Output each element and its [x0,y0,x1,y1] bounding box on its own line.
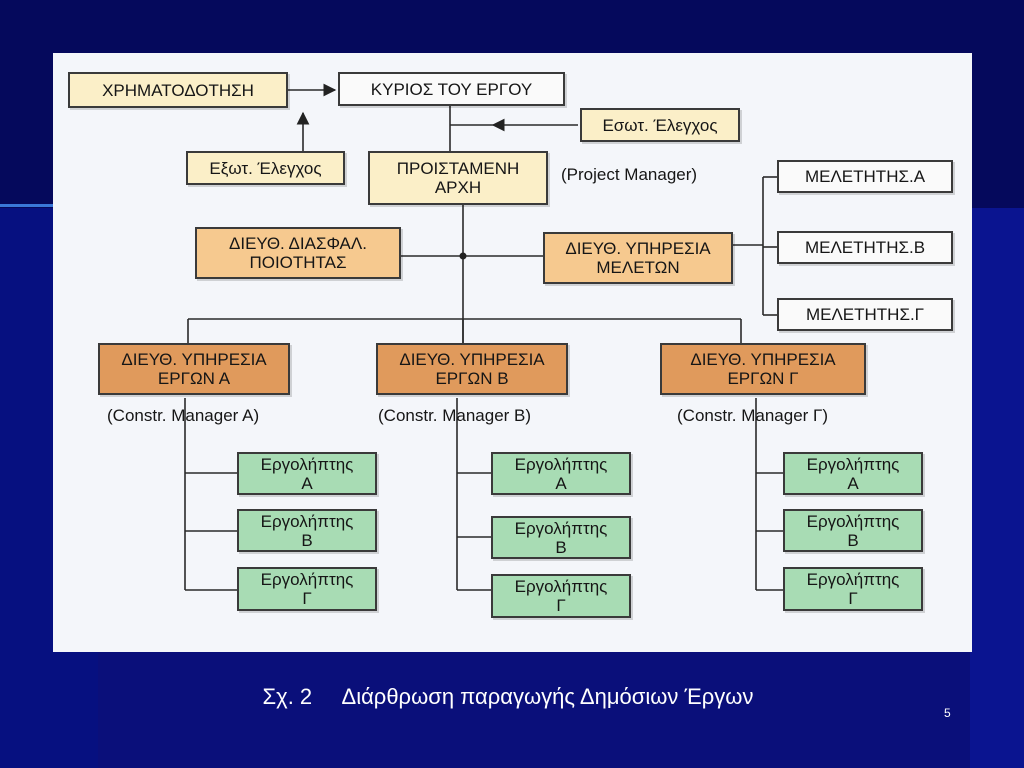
construction-manager-a-label: (Constr. Manager A) [107,406,260,425]
internal-audit-box: Εσωτ. Έλεγχος [580,108,740,142]
designer-b-box: ΜΕΛΕΤΗΤΗΣ.Β [777,231,953,264]
figure-caption: Σχ. 2 Διάρθρωση παραγωγής Δημόσιων Έργων [262,684,754,709]
construction-manager-b-label: (Constr. Manager B) [378,406,532,425]
financing-box: ΧΡΗΜΑΤΟΔΟΤΗΣΗ [68,72,288,108]
works-department-a-box: ΔΙΕΥΘ. ΥΠΗΡΕΣΙΑ ΕΡΓΩΝ Α [98,343,290,395]
external-audit-box: Εξωτ. Έλεγχος [186,151,345,185]
contractor-a2-box: Εργολήπτης Β [237,509,377,552]
contractor-a3-box: Εργολήπτης Γ [237,567,377,611]
designer-c-box: ΜΕΛΕΤΗΤΗΣ.Γ [777,298,953,331]
contractor-b2-box: Εργολήπτης Β [491,516,631,559]
contractor-a1-box: Εργολήπτης Α [237,452,377,495]
owner-box: ΚΥΡΙΟΣ ΤΟΥ ΕΡΓΟΥ [338,72,565,106]
quality-assurance-box: ΔΙΕΥΘ. ΔΙΑΣΦΑΛ. ΠΟΙΟΤΗΤΑΣ [195,227,401,279]
page-number: 5 [944,706,951,720]
contractor-b1-box: Εργολήπτης Α [491,452,631,495]
works-department-c-box: ΔΙΕΥΘ. ΥΠΗΡΕΣΙΑ ΕΡΓΩΝ Γ [660,343,866,395]
org-chart-panel: ΧΡΗΜΑΤΟΔΟΤΗΣΗ ΚΥΡΙΟΣ ΤΟΥ ΕΡΓΟΥ Εσωτ. Έλε… [53,53,972,652]
designer-a-box: ΜΕΛΕΤΗΤΗΣ.Α [777,160,953,193]
slide-background-right [970,208,1024,768]
construction-manager-c-label: (Constr. Manager Γ) [677,406,829,425]
contractor-c1-box: Εργολήπτης Α [783,452,923,495]
contractor-b3-box: Εργολήπτης Γ [491,574,631,618]
accent-line [0,204,60,207]
connector-lines [184,83,783,591]
studies-department-box: ΔΙΕΥΘ. ΥΠΗΡΕΣΙΑ ΜΕΛΕΤΩΝ [543,232,733,284]
project-manager-label: (Project Manager) [561,165,698,184]
junction-dot [459,252,467,260]
works-department-b-box: ΔΙΕΥΘ. ΥΠΗΡΕΣΙΑ ΕΡΓΩΝ Β [376,343,568,395]
supervising-authority-box: ΠΡΟΙΣΤΑΜΕΝΗ ΑΡΧΗ [368,151,548,205]
contractor-c2-box: Εργολήπτης Β [783,509,923,552]
contractor-c3-box: Εργολήπτης Γ [783,567,923,611]
